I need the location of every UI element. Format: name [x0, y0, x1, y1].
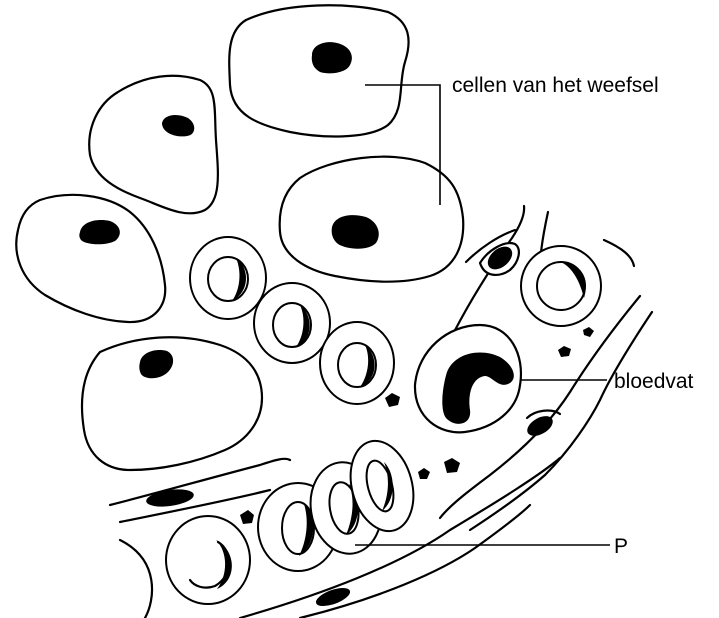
red-blood-cell — [190, 237, 266, 319]
tissue-cell — [16, 195, 165, 322]
tissue-cell — [229, 5, 408, 136]
red-blood-cell — [254, 283, 330, 363]
tissue-cell — [280, 157, 464, 282]
red-blood-cell — [320, 322, 394, 404]
label-tissue-cells: cellen van het weefsel — [452, 74, 659, 97]
endothelial-cell — [480, 242, 519, 275]
label-blood-vessel: bloedvat — [614, 370, 694, 393]
endothelial-cell — [145, 487, 195, 510]
red-blood-cell — [521, 246, 601, 326]
tissue-cell — [82, 337, 262, 470]
red-blood-cell — [166, 516, 250, 604]
label-p: P — [614, 535, 628, 558]
tissue-cell — [89, 76, 218, 214]
white-blood-cell — [415, 325, 521, 432]
